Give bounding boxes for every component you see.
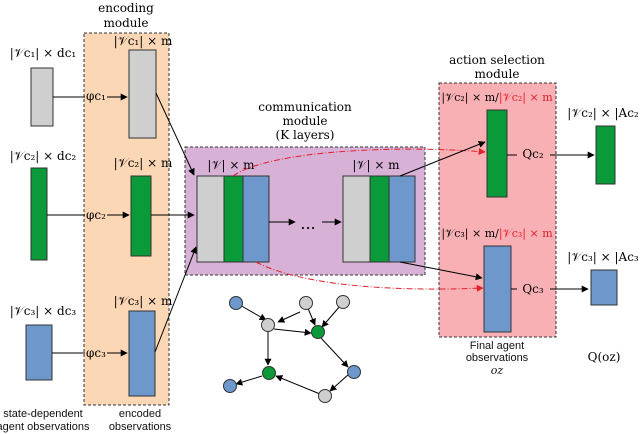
enc2-label: |𝒱c₂| × m (114, 156, 173, 170)
phi2-label: φc₂ (86, 208, 106, 222)
comm-left-green (223, 175, 244, 263)
comm-left-gray (196, 175, 225, 263)
communication-module-title-line2: module (283, 114, 328, 128)
graph-node (299, 296, 313, 310)
comm-left-blue (242, 175, 270, 263)
act3-label: |𝒱c₃| × m/|𝒱c₃| × m (441, 227, 553, 241)
skip-connection-green (232, 147, 486, 177)
q3-label: Qc₃ (522, 282, 544, 296)
encoding-module-title-line2: module (104, 16, 149, 30)
out2-label: |𝒱c₂| × |Ac₂| (567, 106, 640, 120)
caption-left-line2: agent observations (0, 421, 90, 433)
graph-node (311, 325, 325, 339)
caption-final-line2: observations (466, 352, 529, 364)
graph-node (347, 365, 361, 379)
caption-q: Q(oz) (588, 350, 621, 364)
graph-node (261, 318, 275, 332)
enc2-block (130, 175, 152, 257)
phi3-label: φc₃ (86, 346, 106, 360)
act3-block (483, 245, 512, 333)
comm-right-gray (342, 175, 371, 263)
caption-encoded-line2: observations (109, 421, 172, 433)
caption-left-line1: state-dependent (3, 408, 83, 420)
enc1-block (128, 49, 157, 139)
comm-right-blue (388, 175, 416, 263)
phi1-label: φc₁ (86, 89, 106, 103)
act2-label: |𝒱c₂| × m/|𝒱c₂| × m (441, 91, 553, 105)
input3-label: |𝒱c₃| × dc₃ (10, 304, 77, 318)
graph-node (223, 379, 237, 393)
encoding-module-title-line1: encoding (98, 1, 154, 15)
enc1-label: |𝒱c₁| × m (114, 34, 173, 48)
input2-label: |𝒱c₂| × dc₂ (10, 149, 77, 163)
arrow-comm-blue-to-action (399, 261, 483, 281)
enc3-block (128, 310, 156, 397)
skip-connection-blue (255, 261, 484, 292)
input2-block (30, 167, 48, 261)
input1-label: |𝒱c₁| × dc₁ (10, 46, 77, 60)
comm-right-label: |𝒱| × m (352, 158, 400, 172)
out2-block (595, 125, 616, 185)
input1-block (30, 67, 54, 127)
comm-ellipsis: ... (300, 214, 315, 233)
caption-encoded-line1: encoded (119, 408, 161, 420)
enc3-label: |𝒱c₃| × m (114, 294, 173, 308)
agent-graph (223, 295, 361, 403)
out3-block (590, 269, 618, 306)
arrow-comm-green-to-action (399, 141, 486, 177)
action-module-title-line1: action selection (449, 53, 545, 67)
caption-final-line3: oz (491, 364, 504, 377)
q2-label: Qc₂ (522, 147, 544, 161)
arrow-enc1-comm (155, 92, 195, 176)
communication-module-title-line3: (K layers) (276, 128, 335, 142)
input3-block (25, 324, 53, 381)
out3-label: |𝒱c₃| × |Ac₃| (567, 250, 640, 264)
comm-left-label: |𝒱| × m (207, 158, 255, 172)
graph-node (318, 389, 332, 403)
graph-node (336, 295, 350, 309)
comm-right-green (369, 175, 390, 263)
graph-node (262, 366, 276, 380)
action-module-title-line2: module (475, 67, 520, 81)
arrow-enc3-comm (154, 246, 197, 353)
graph-node (229, 296, 243, 310)
communication-module-title-line1: communication (258, 100, 352, 114)
caption-final-line1: Final agent (470, 340, 524, 352)
act2-block (486, 109, 508, 198)
